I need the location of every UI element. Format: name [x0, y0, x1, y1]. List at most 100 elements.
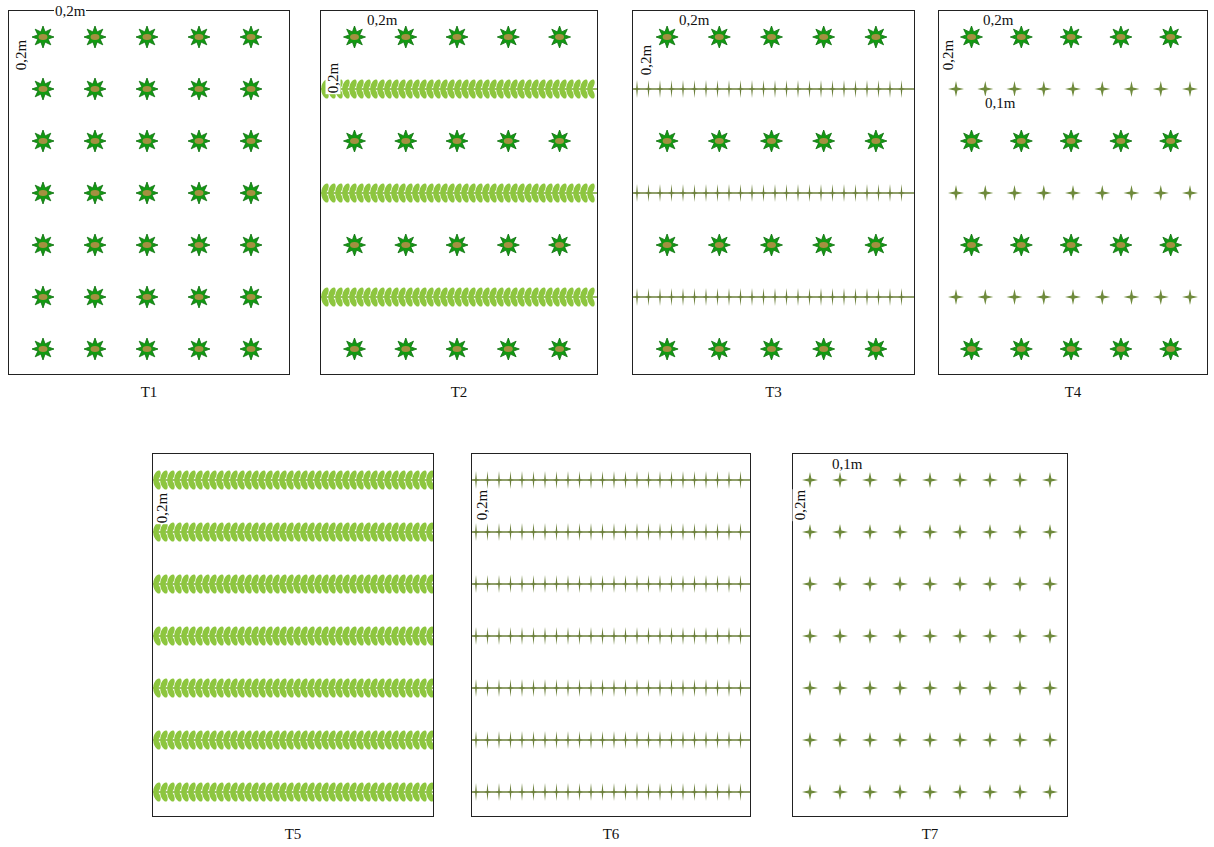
flower-plant [497, 26, 519, 48]
flower-centre [91, 242, 100, 248]
seedling-plant [802, 472, 818, 488]
flower-centre [247, 190, 256, 196]
flower-plant [84, 182, 106, 204]
flower-plant [32, 182, 54, 204]
flower-centre [143, 294, 152, 300]
flower-plant [497, 234, 519, 256]
flower-centre [1017, 138, 1026, 144]
flower-plant [497, 338, 519, 360]
flower-plant [240, 78, 262, 100]
seedling-plant [977, 81, 993, 97]
flower-centre [401, 346, 410, 352]
seedling-plant [862, 472, 878, 488]
flower-centre [453, 138, 462, 144]
seedling-plant [922, 628, 938, 644]
seedling-plant [1124, 289, 1140, 305]
flower-centre [967, 34, 976, 40]
planting [472, 471, 750, 801]
flower-centre [767, 138, 776, 144]
flower-plant [961, 26, 983, 48]
seedling-plant [1012, 628, 1028, 644]
flower-plant [497, 130, 519, 152]
flower-centre [39, 138, 48, 144]
flower-plant [1010, 234, 1032, 256]
seedling-plant [802, 576, 818, 592]
flower-centre [1116, 242, 1125, 248]
spacing-dimension: 0,2m [639, 44, 654, 76]
seedling-plant [1094, 289, 1110, 305]
flower-plant [136, 286, 158, 308]
seedling-plant [862, 680, 878, 696]
flower-plant [32, 78, 54, 100]
flower-plant [865, 338, 887, 360]
flower-plant [240, 286, 262, 308]
treatment-plot: T5 [152, 453, 434, 817]
flower-plant [813, 130, 835, 152]
fern-row [153, 531, 433, 533]
flower-centre [143, 34, 152, 40]
flower-centre [39, 346, 48, 352]
flower-plant [395, 26, 417, 48]
flower-centre [819, 138, 828, 144]
flower-centre [819, 346, 828, 352]
flower-plant [84, 286, 106, 308]
seedling-plant [982, 524, 998, 540]
flower-centre [247, 242, 256, 248]
flower-centre [715, 242, 724, 248]
flower-centre [555, 138, 564, 144]
flower-plant [1010, 338, 1032, 360]
spacing-dimension: 0,2m [941, 39, 956, 71]
flower-plant [240, 338, 262, 360]
seedling-plant [922, 524, 938, 540]
seedling-plant [832, 524, 848, 540]
flower-centre [401, 242, 410, 248]
flower-plant [708, 338, 730, 360]
seedling-plant [952, 524, 968, 540]
spacing-dimension: 0,2m [14, 39, 29, 71]
flower-plant [656, 338, 678, 360]
seedling-plant [1012, 732, 1028, 748]
seedling-plant [832, 472, 848, 488]
planting [152, 469, 436, 802]
treatment-label: T4 [1065, 384, 1082, 401]
seedling-plant [892, 524, 908, 540]
flower-centre [195, 346, 204, 352]
seedling-plant [922, 784, 938, 800]
flower-plant [32, 234, 54, 256]
flower-plant [32, 338, 54, 360]
seedling-plant [1012, 576, 1028, 592]
seedling-plant [952, 472, 968, 488]
seedling-plant [922, 576, 938, 592]
seedling-plant [1042, 784, 1058, 800]
flower-plant [1060, 234, 1082, 256]
flower-centre [195, 190, 204, 196]
seedling-plant [1182, 81, 1198, 97]
flower-plant [865, 234, 887, 256]
seedling-plant [1065, 185, 1081, 201]
flower-centre [247, 138, 256, 144]
fern-row [153, 479, 433, 481]
flower-centre [1067, 346, 1076, 352]
seedling-plant [952, 784, 968, 800]
seedling-plant [1007, 81, 1023, 97]
flower-centre [39, 190, 48, 196]
flower-centre [555, 34, 564, 40]
seedling-plant [1153, 289, 1169, 305]
flower-plant [761, 130, 783, 152]
flower-centre [195, 34, 204, 40]
flower-plant [240, 234, 262, 256]
seedling-plant [977, 185, 993, 201]
seedling-plant [1007, 289, 1023, 305]
planting [633, 26, 914, 360]
seedling-plant [892, 732, 908, 748]
seedling-plant [862, 732, 878, 748]
flower-plant [961, 130, 983, 152]
flower-plant [188, 182, 210, 204]
flower-centre [967, 138, 976, 144]
seedling-plant [1065, 289, 1081, 305]
flower-plant [32, 26, 54, 48]
seedling-plant [862, 524, 878, 540]
spacing-dimension: 0,2m [155, 492, 170, 524]
flower-plant [84, 338, 106, 360]
